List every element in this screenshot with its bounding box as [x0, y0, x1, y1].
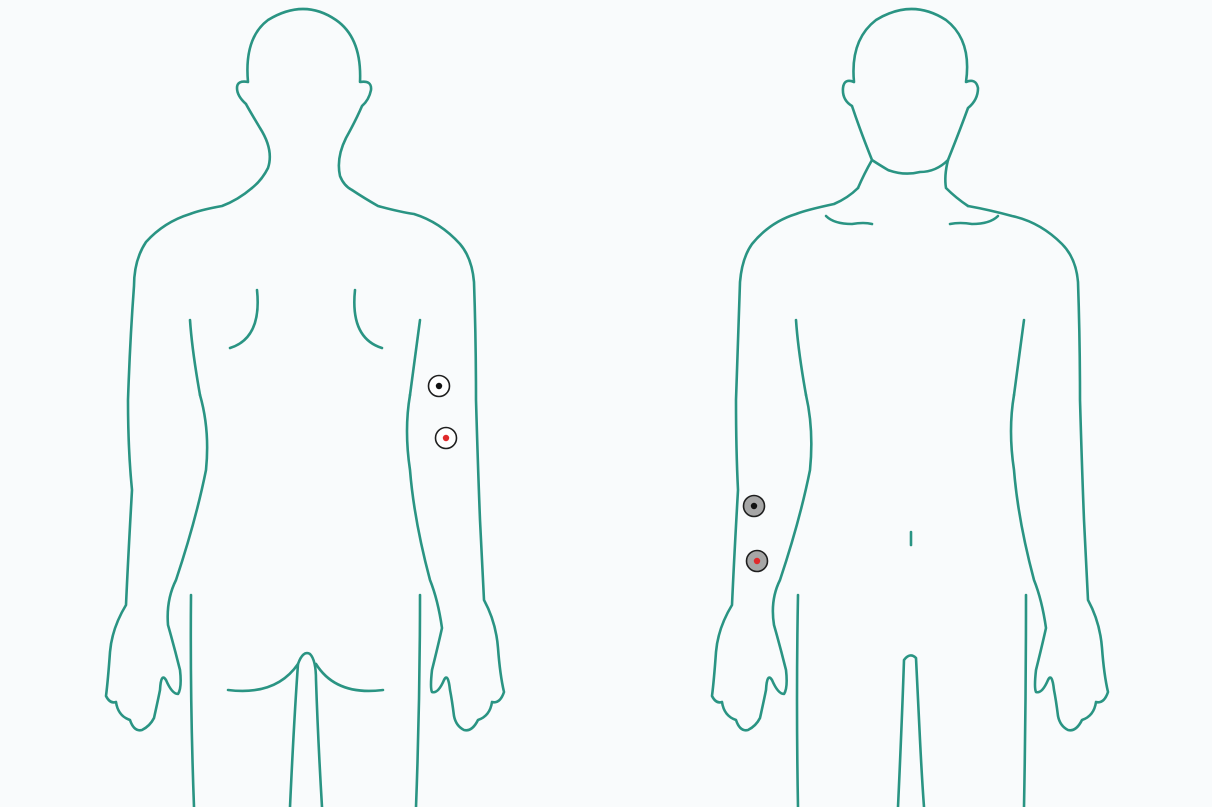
front-head-outline	[843, 9, 978, 188]
back-right-inner-arm	[410, 320, 420, 395]
back-left-shoulder-blade	[230, 290, 258, 348]
back-marker-red	[436, 428, 457, 449]
back-left-leg-outline	[191, 595, 194, 807]
front-view-figure	[712, 9, 1108, 807]
front-left-leg-outline	[797, 595, 798, 807]
back-right-shoulder-blade	[354, 290, 382, 348]
front-left-side-outline	[712, 188, 858, 730]
front-marker-black-dot	[751, 503, 757, 509]
front-inner-leg-outline	[898, 655, 924, 807]
front-marker-red	[747, 551, 768, 572]
back-marker-black	[429, 376, 450, 397]
back-left-inner-arm	[190, 320, 200, 395]
front-marker-red-dot	[754, 558, 760, 564]
front-marker-black	[744, 496, 765, 517]
back-head-outline	[237, 9, 371, 190]
front-neck-right	[945, 160, 968, 206]
back-right-buttock-line	[316, 664, 383, 691]
front-left-collarbone	[826, 216, 872, 224]
back-marker-red-dot	[443, 435, 449, 441]
back-right-leg-outline	[416, 595, 420, 807]
back-left-buttock-line	[228, 664, 298, 691]
back-inner-leg-outline	[290, 653, 322, 807]
front-right-collarbone	[950, 216, 998, 224]
front-right-side-outline	[968, 206, 1108, 730]
front-right-leg-outline	[1024, 595, 1026, 807]
back-marker-black-dot	[436, 383, 442, 389]
front-left-inner-arm	[796, 320, 806, 395]
back-right-side-outline	[352, 190, 504, 730]
back-left-side-outline	[106, 188, 252, 730]
back-view-figure	[106, 9, 504, 807]
front-right-inner-arm	[1014, 320, 1024, 395]
